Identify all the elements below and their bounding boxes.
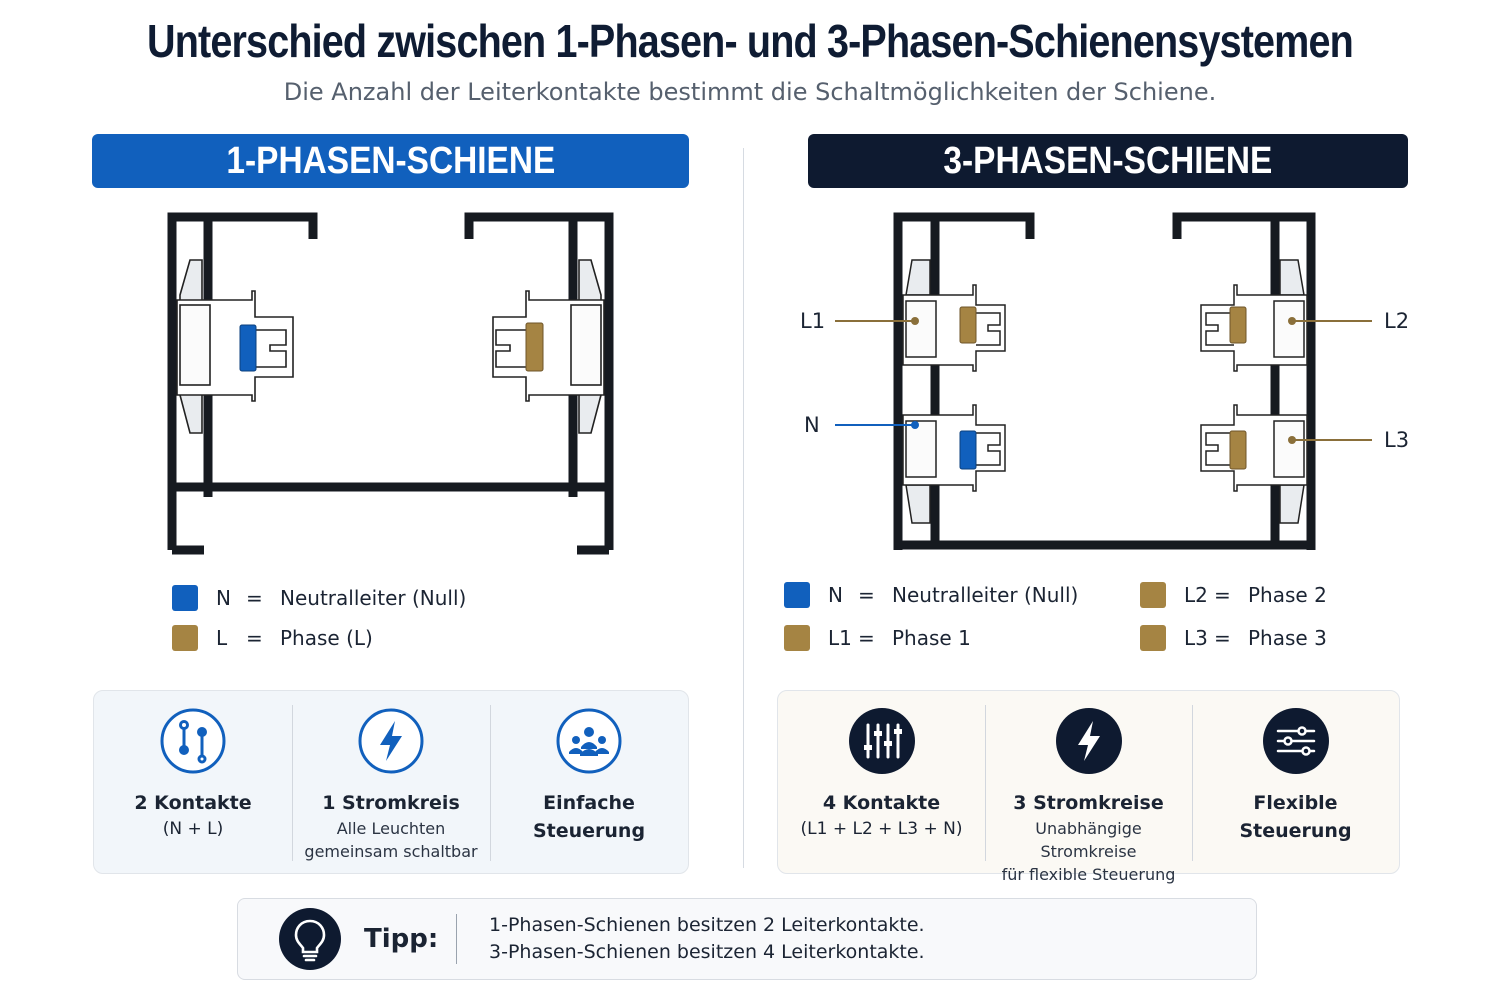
neutral-swatch <box>172 585 198 611</box>
tip-text: 1-Phasen-Schienen besitzen 2 Leiterkonta… <box>489 914 925 963</box>
n-contact <box>959 430 977 470</box>
group-icon <box>556 708 622 774</box>
legend-3-neutral: N = Neutralleiter (Null) <box>784 582 1078 608</box>
page-title: Unterschied zwischen 1-Phasen- und 3-Pha… <box>147 15 1354 67</box>
phase-swatch <box>784 625 810 651</box>
one-phase-banner: 1-PHASEN-SCHIENE <box>92 134 689 188</box>
legend-3-l2: L2 = Phase 2 <box>1140 582 1327 608</box>
l2-insulator <box>1200 259 1308 372</box>
rail-left-wall <box>167 212 318 550</box>
legend-3-l1: L1 = Phase 1 <box>784 625 971 651</box>
phase-contact <box>525 322 544 372</box>
label-l3: L3 <box>1384 428 1409 452</box>
sliders-icon <box>848 708 915 774</box>
lightbulb-icon <box>279 908 341 970</box>
label-n: N <box>804 413 820 437</box>
three-phase-banner: 3-PHASEN-SCHIENE <box>808 134 1408 188</box>
three-phase-features: 4 Kontakte (L1 + L2 + L3 + N) 3 Stromkre… <box>777 690 1400 884</box>
lightning-icon <box>358 708 424 774</box>
contacts-icon <box>160 708 226 774</box>
l3-contact <box>1229 430 1247 470</box>
legend-phase: L = Phase (L) <box>172 625 373 651</box>
n-insulator <box>902 404 1006 524</box>
left-insulator <box>176 259 294 434</box>
feature-contacts: 2 Kontakte (N + L) <box>94 691 292 873</box>
neutral-contact <box>239 324 257 372</box>
lightning-icon <box>1055 708 1122 774</box>
l1-insulator <box>902 259 1006 372</box>
tip-label: Tipp: <box>364 924 439 954</box>
phase-swatch <box>1140 625 1166 651</box>
phase-swatch <box>172 625 198 651</box>
settings-lines-icon <box>1262 708 1329 774</box>
one-phase-rail-diagram <box>167 212 614 555</box>
tip-box: Tipp: 1-Phasen-Schienen besitzen 2 Leite… <box>237 898 1257 980</box>
right-insulator <box>492 259 605 434</box>
page-subtitle: Die Anzahl der Leiterkontakte bestimmt d… <box>283 78 1217 106</box>
feature-4-contacts: 4 Kontakte (L1 + L2 + L3 + N) <box>778 691 985 873</box>
rail-right-wall <box>464 212 614 550</box>
legend-3-l3: L3 = Phase 3 <box>1140 625 1327 651</box>
label-l2: L2 <box>1384 309 1409 333</box>
feature-simple-control: Einfache Steuerung <box>490 691 688 873</box>
feature-3-circuits: 3 Stromkreise Unabhängige Stromkreise fü… <box>985 691 1192 884</box>
tip-separator <box>456 914 457 964</box>
legend-neutral: N = Neutralleiter (Null) <box>172 585 466 611</box>
feature-circuit: 1 Stromkreis Alle Leuchten gemeinsam sch… <box>292 691 490 873</box>
one-phase-features: 2 Kontakte (N + L) 1 Stromkreis Alle Leu… <box>93 690 689 874</box>
column-divider <box>743 148 744 868</box>
neutral-swatch <box>784 582 810 608</box>
l2-contact <box>1229 306 1247 344</box>
l1-contact <box>959 306 977 344</box>
l3-insulator <box>1200 404 1308 524</box>
label-l1: L1 <box>800 309 825 333</box>
feature-flexible-control: Flexible Steuerung <box>1192 691 1399 873</box>
phase-swatch <box>1140 582 1166 608</box>
three-phase-rail-diagram: L1 N L2 L3 <box>800 212 1409 550</box>
